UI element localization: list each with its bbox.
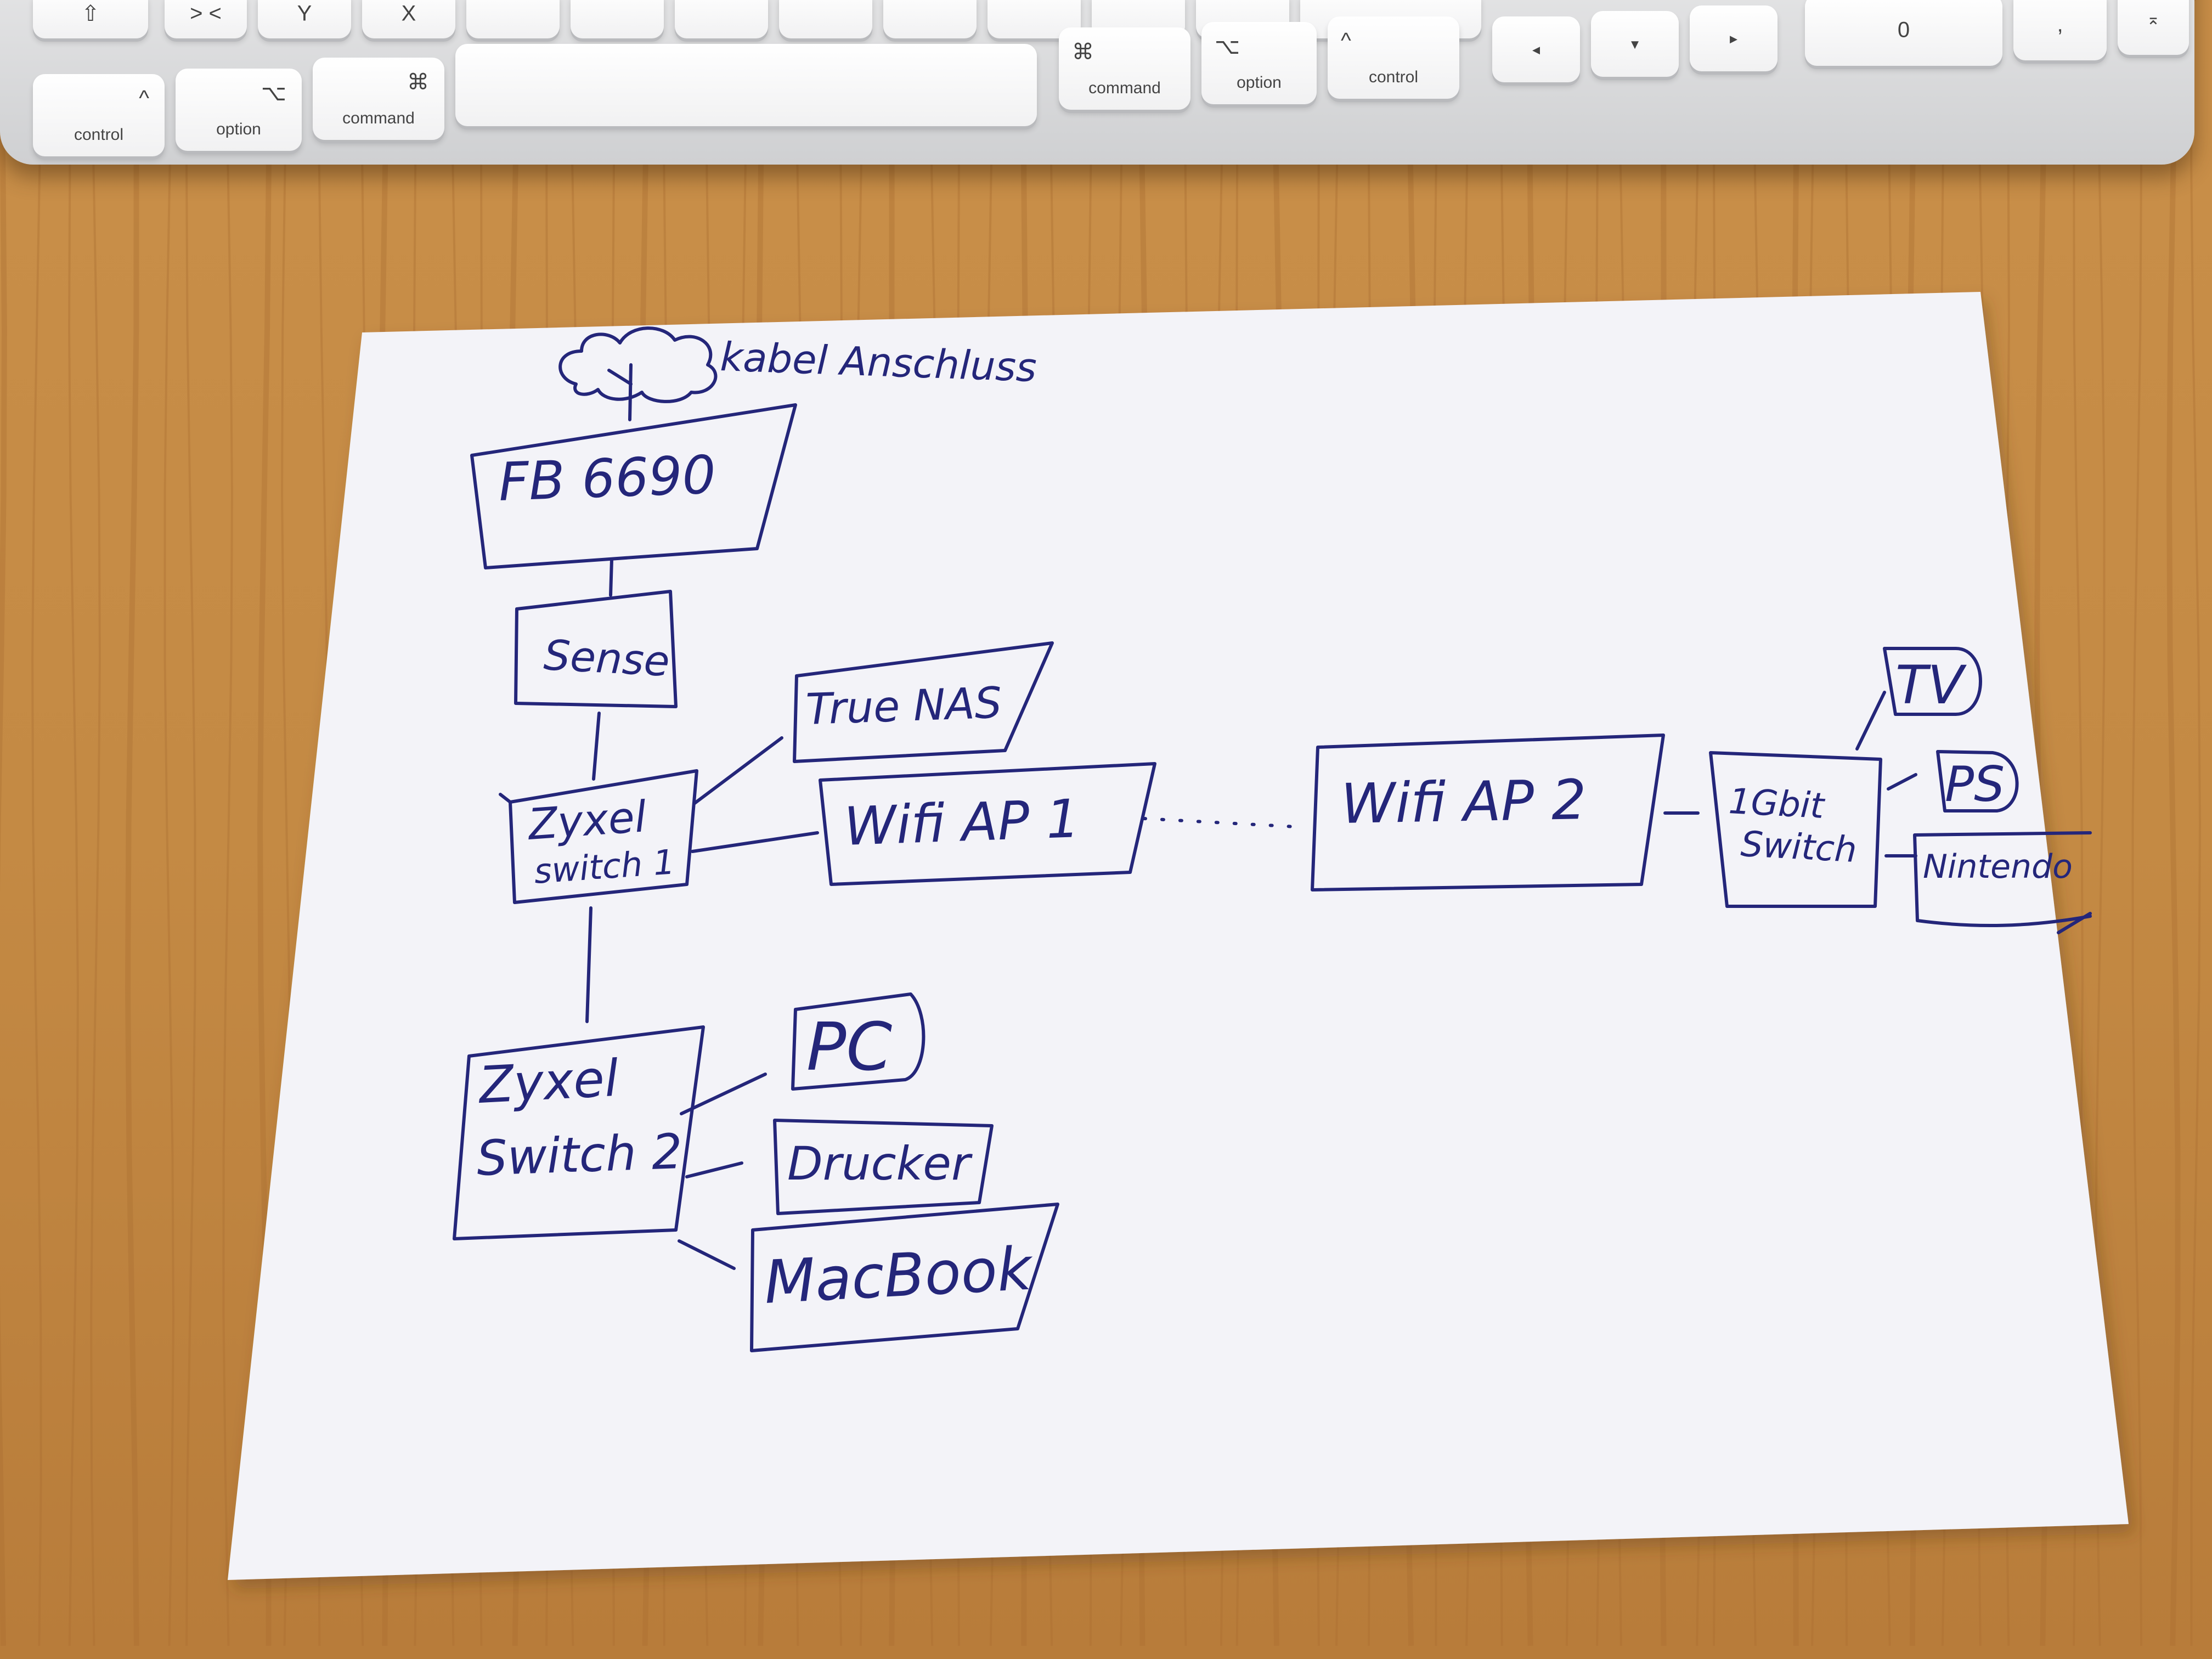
key-numpad-comma[interactable]: , <box>2013 0 2107 60</box>
node-gbit-label-line2: Switch <box>1740 824 1858 871</box>
key-angle-brackets[interactable]: > < <box>165 0 247 38</box>
key-m[interactable] <box>883 0 977 38</box>
node-tv-label: TV <box>1895 654 1967 716</box>
link-switch1-truenas <box>692 736 783 805</box>
link-switch2-macbook <box>678 1239 736 1270</box>
paper-sheet <box>228 292 2129 1580</box>
node-macbook-box <box>750 1203 1059 1352</box>
box-tick <box>499 793 512 804</box>
cloud-trunk-line <box>628 363 633 421</box>
link-gbit-tv <box>1855 691 1886 751</box>
node-tv-box <box>1883 647 1982 716</box>
node-switch1-label-line2: switch 1 <box>533 842 676 891</box>
link-switch1-switch2 <box>585 906 592 1023</box>
key-command-left[interactable]: ⌘ command <box>313 58 444 140</box>
control-icon: ^ <box>139 86 149 110</box>
key-arrow-right[interactable]: ▸ <box>1690 5 1778 71</box>
node-ps-label: PS <box>1945 756 2005 812</box>
link-switch2-pc <box>680 1073 767 1115</box>
enter-icon: ⌅ <box>2146 10 2160 29</box>
link-switch1-wifi1 <box>691 831 819 853</box>
node-switch1-box <box>509 769 698 904</box>
option-icon: ⌥ <box>261 81 286 105</box>
wood-grain-line <box>0 0 7 1646</box>
key-n[interactable] <box>779 0 872 38</box>
shift-icon: ⇧ <box>81 2 100 26</box>
node-gbit-box <box>1709 751 1882 908</box>
arrow-right-icon: ▸ <box>1729 30 1738 47</box>
node-switch2-label-line1: Zyxel <box>476 1049 620 1115</box>
node-drucker-box <box>773 1119 994 1215</box>
key-option-left[interactable]: ⌥ option <box>176 69 302 151</box>
node-wifi1-label: Wifi AP 1 <box>843 788 1081 857</box>
command-icon: ⌘ <box>1072 40 1094 64</box>
key-v[interactable] <box>571 0 664 38</box>
key-y[interactable]: Y <box>258 0 351 38</box>
node-truenas-label: True NAS <box>805 679 1003 735</box>
command-icon: ⌘ <box>407 70 429 94</box>
node-macbook-label: MacBook <box>763 1234 1036 1317</box>
node-switch1-label-line1: Zyxel <box>526 792 648 850</box>
node-pc-box <box>791 992 926 1091</box>
key-arrow-down[interactable]: ▾ <box>1591 11 1679 77</box>
node-truenas-box <box>793 641 1054 763</box>
node-fb-box <box>470 403 797 569</box>
node-nintendo-box <box>1913 831 2092 934</box>
control-icon: ^ <box>1341 29 1351 53</box>
node-wifi1-box <box>819 762 1156 886</box>
arrow-left-icon: ◂ <box>1532 41 1541 58</box>
key-numpad-0[interactable]: 0 <box>1805 0 2002 66</box>
link-fb-sense <box>609 558 613 597</box>
key-control-right[interactable]: ^ control <box>1328 16 1459 99</box>
link-switch2-drucker <box>685 1161 743 1178</box>
cloud-icon <box>558 326 718 403</box>
key-option-right[interactable]: ⌥ option <box>1201 22 1317 104</box>
arrow-down-icon: ▾ <box>1630 35 1639 53</box>
option-icon: ⌥ <box>1215 35 1240 59</box>
key-space[interactable] <box>455 44 1037 126</box>
node-ps-box <box>1936 750 2019 812</box>
link-gbit-ps <box>1887 773 1917 791</box>
node-switch2-box <box>453 1025 705 1240</box>
node-fb-label: FB 6690 <box>498 444 717 513</box>
node-wifi2-box <box>1311 733 1665 891</box>
cloud-label: kabel Anschluss <box>719 334 1037 391</box>
link-sense-switch1 <box>592 712 601 781</box>
key-x[interactable]: X <box>362 0 455 38</box>
node-nintendo-label: Nintendo <box>1923 848 2073 886</box>
node-sense-label: Sense <box>543 630 671 686</box>
key-b[interactable] <box>675 0 768 38</box>
key-numpad-enter[interactable]: ⌅ <box>2118 0 2189 55</box>
key-c[interactable] <box>466 0 560 38</box>
node-pc-label: PC <box>806 1009 892 1086</box>
key-arrow-left[interactable]: ◂ <box>1492 16 1580 82</box>
key-shift[interactable]: ⇧ <box>33 0 148 38</box>
node-gbit-label-line1: 1Gbit <box>1728 781 1826 827</box>
key-control-left[interactable]: ^ control <box>33 74 165 156</box>
node-drucker-label: Drucker <box>787 1137 973 1190</box>
node-wifi2-label: Wifi AP 2 <box>1340 768 1587 836</box>
key-command-right[interactable]: ⌘ command <box>1059 27 1190 110</box>
node-sense-box <box>514 590 678 708</box>
keyboard: ⇧ > < Y X ^ control ⌥ option ⌘ command ⌘… <box>0 0 2194 165</box>
cloud-trunk-line <box>607 369 633 386</box>
node-switch2-label-line2: Switch 2 <box>476 1123 683 1187</box>
